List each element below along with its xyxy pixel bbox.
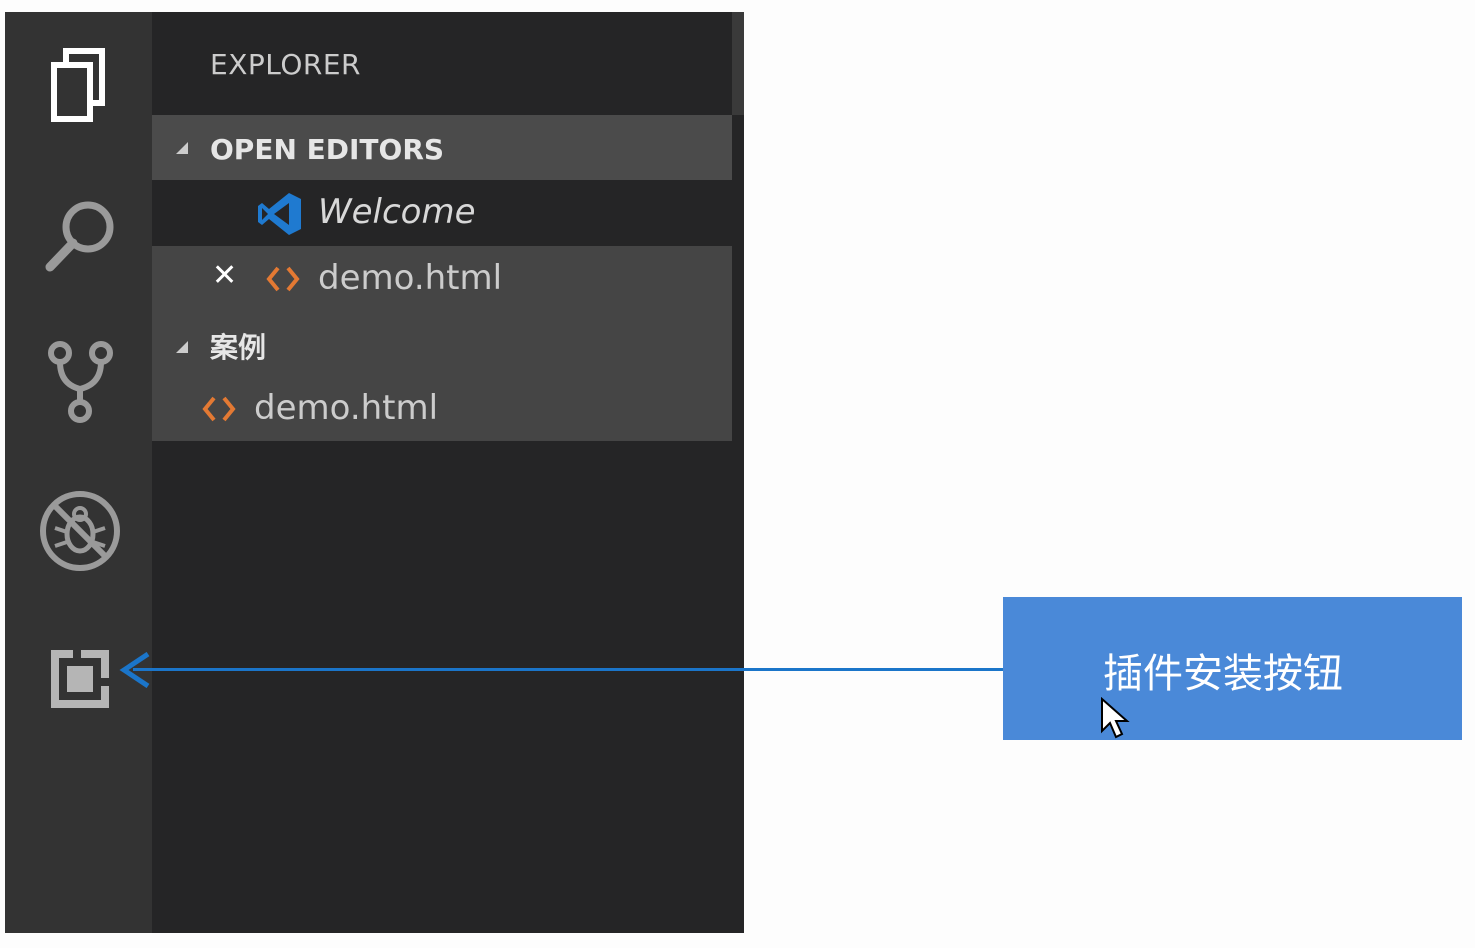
folder-label: 案例 [210,331,267,364]
search-icon[interactable] [35,190,125,280]
vscode-logo-icon [258,193,301,235]
activity-bar [5,12,152,933]
scrollbar[interactable] [732,12,744,115]
vscode-window: EXPLORER OPEN EDITORS Welcome ✕ demo.htm… [5,12,744,933]
open-editor-item-welcome[interactable]: Welcome [152,180,732,246]
open-editors-header[interactable]: OPEN EDITORS [152,115,732,180]
chevron-down-icon [176,142,188,154]
annotation-arrow-line [133,668,1003,671]
open-editor-item-demo[interactable]: ✕ demo.html [152,246,732,312]
file-item-demo[interactable]: demo.html [152,378,732,441]
extensions-icon[interactable] [35,634,125,724]
callout-label: 插件安装按钮 [1103,651,1343,697]
mouse-cursor-icon [1101,697,1130,739]
html-file-icon [202,396,236,422]
chevron-down-icon [176,341,188,353]
demo-html-label: demo.html [318,258,503,298]
folder-header[interactable]: 案例 [152,312,732,378]
open-editors-label: OPEN EDITORS [210,133,445,166]
html-file-icon [266,266,300,292]
close-icon[interactable]: ✕ [212,258,238,293]
source-control-icon[interactable] [35,337,125,427]
demo-html-file-label: demo.html [254,388,439,428]
explorer-title: EXPLORER [210,48,361,81]
debug-icon[interactable] [35,486,125,576]
welcome-label: Welcome [318,192,476,232]
arrow-head-icon [119,652,150,688]
annotation-callout: 插件安装按钮 [1003,597,1462,740]
sidebar-header: EXPLORER [152,12,732,115]
files-icon[interactable] [35,40,125,130]
explorer-sidebar: EXPLORER OPEN EDITORS Welcome ✕ demo.htm… [152,12,744,933]
